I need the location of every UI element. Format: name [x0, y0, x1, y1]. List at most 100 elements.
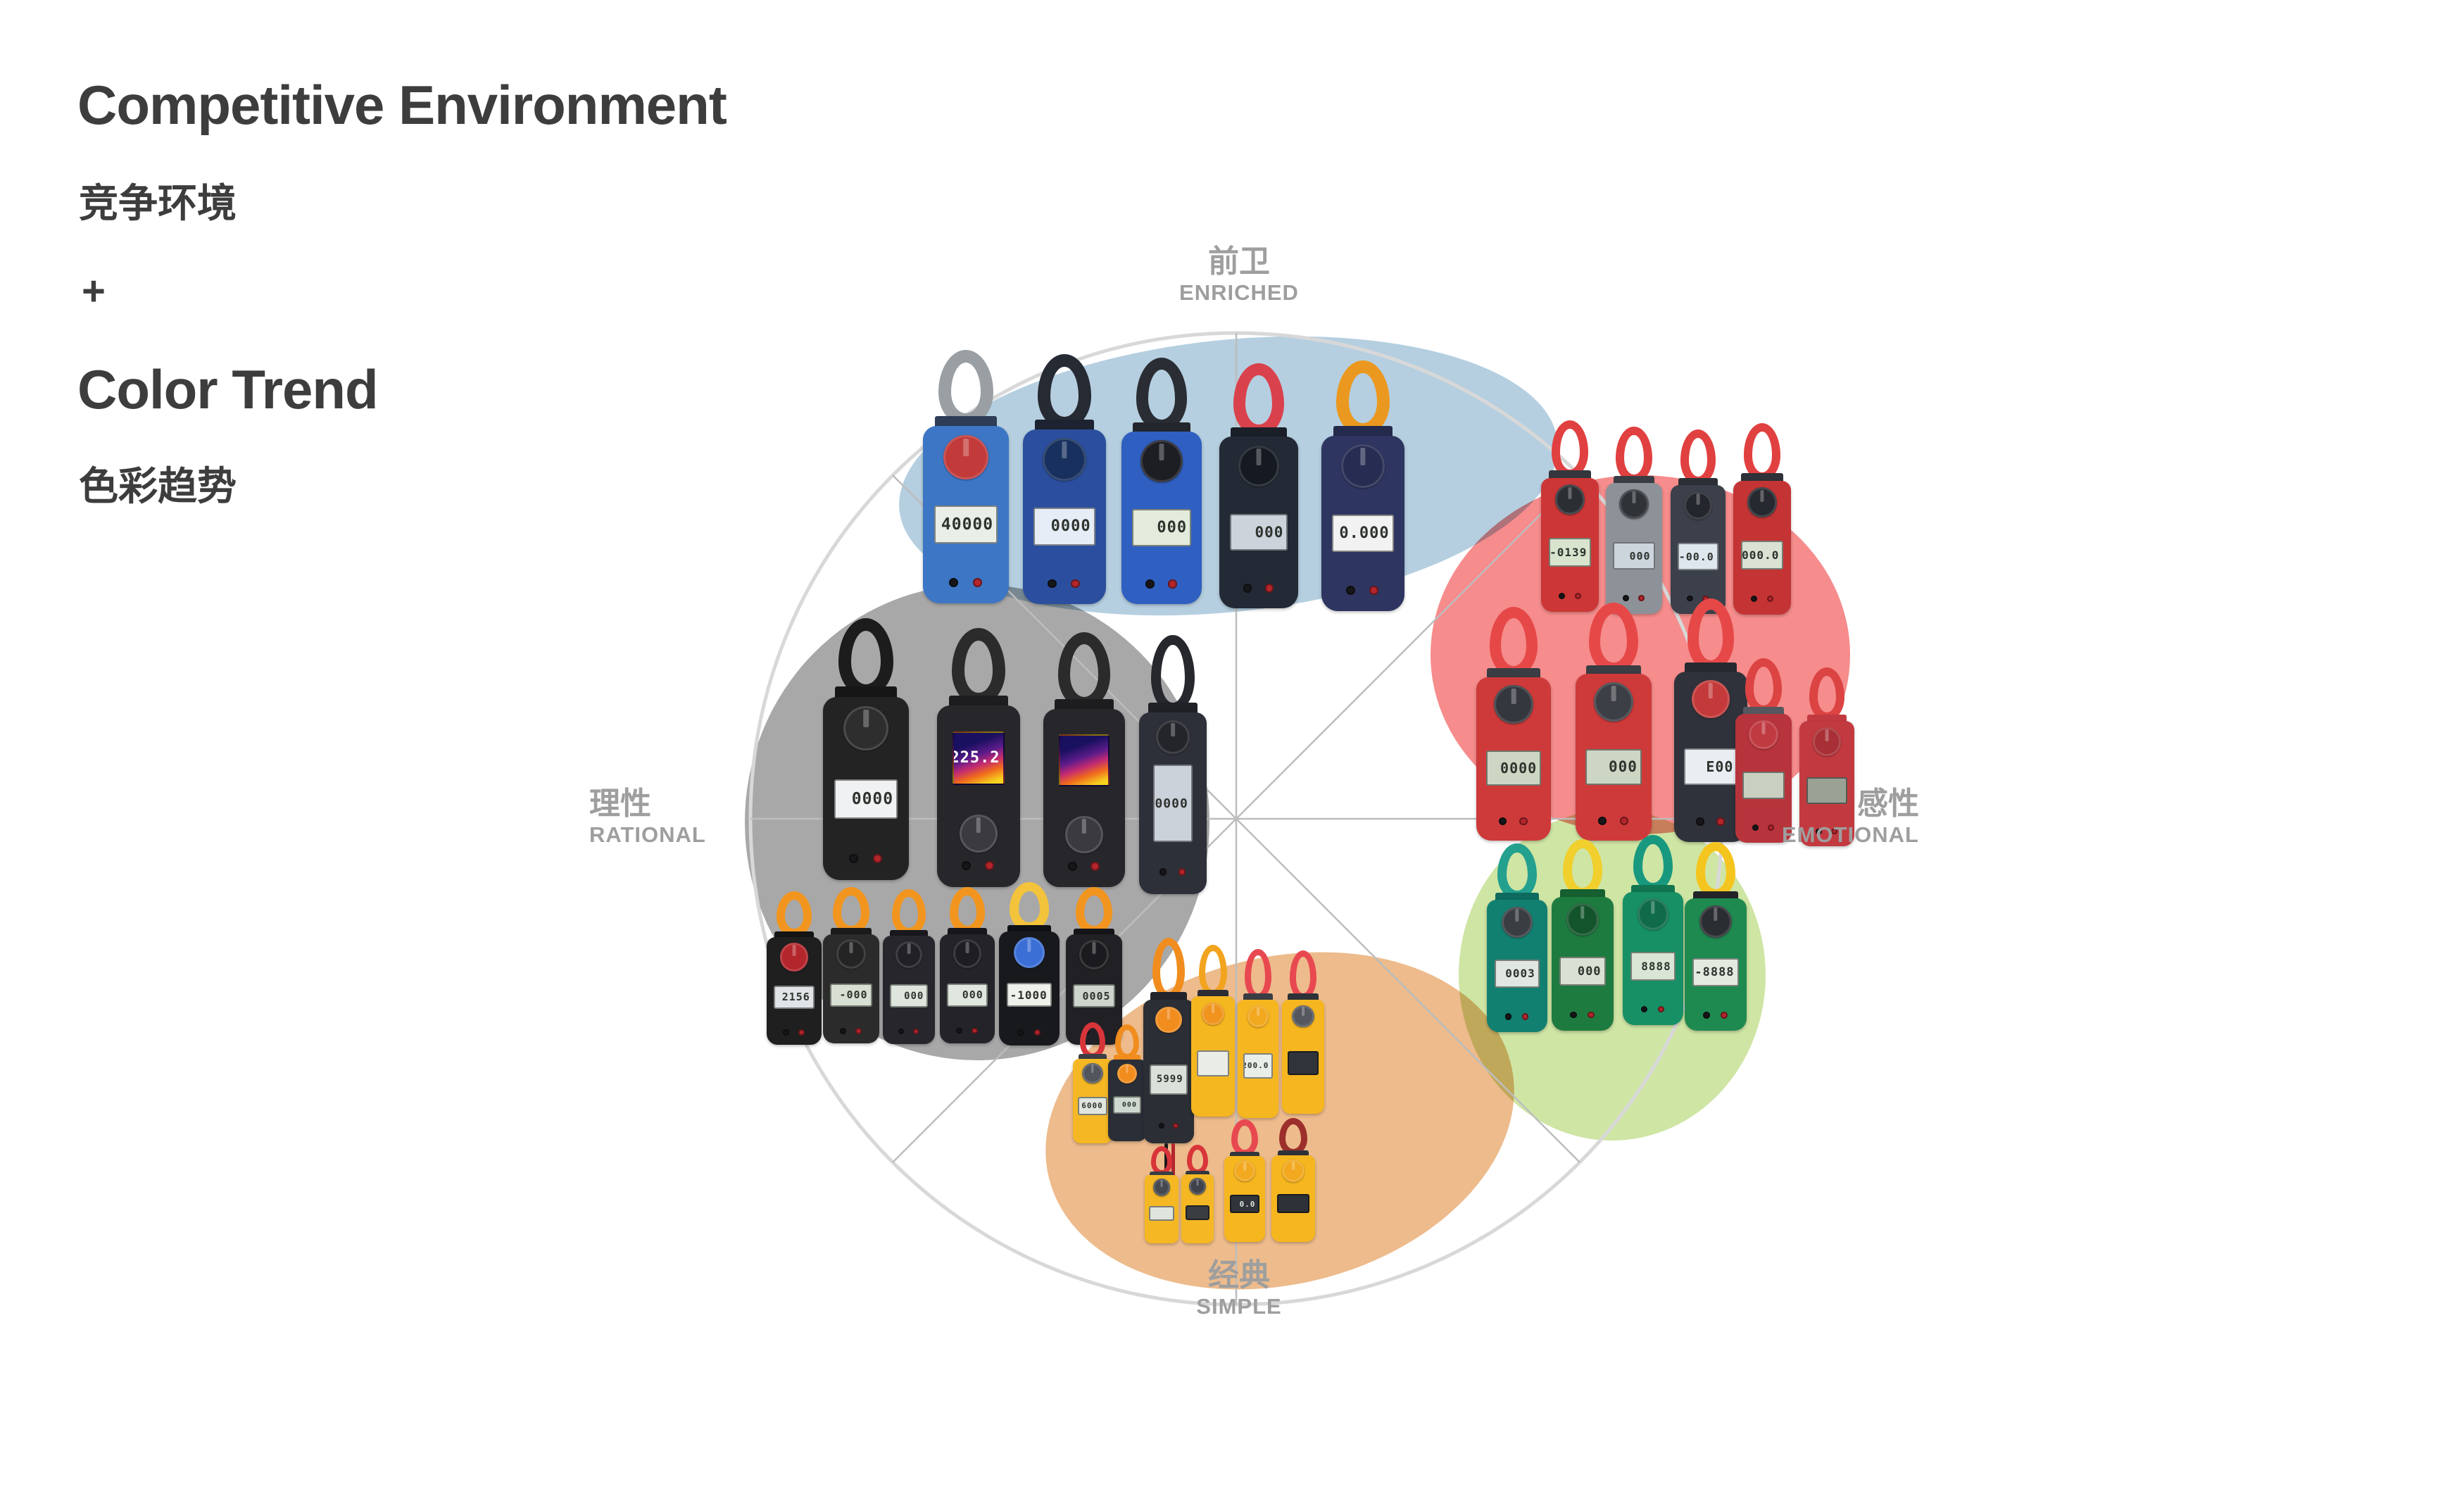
meter-lcd: -1000 — [1010, 988, 1048, 1002]
clamp-meter: 000 — [1108, 1024, 1146, 1141]
meter-lcd: 000 — [1577, 964, 1602, 979]
meter-screen — [1287, 1050, 1319, 1076]
axis-simple-en: SIMPLE — [1196, 1293, 1282, 1319]
clamp-jaw — [833, 887, 869, 934]
meter-screen: 5999 — [1150, 1064, 1188, 1095]
meter-port — [848, 853, 858, 864]
meter-port — [898, 1029, 905, 1035]
axis-enriched-en: ENRICHED — [1179, 280, 1299, 305]
meter-dial — [779, 943, 809, 972]
meter-dial — [1233, 1160, 1256, 1182]
clamp-meter: -000 — [823, 887, 879, 1043]
clamp-jaw — [1336, 360, 1390, 436]
clamp-jaw — [1809, 667, 1844, 722]
meter-dial — [959, 814, 998, 853]
clamp-meter: 000 — [1576, 603, 1652, 841]
meter-port — [1090, 861, 1100, 871]
meter-probe — [1171, 1143, 1175, 1193]
clamp-meter: E00 — [1674, 598, 1747, 842]
meter-head — [1277, 1150, 1309, 1158]
clamp-meter: 0003 — [1487, 843, 1547, 1032]
clamp-jaw — [892, 889, 926, 936]
meter-dial — [1155, 1006, 1182, 1034]
meter-port — [1521, 1013, 1529, 1020]
meter-screen: 225.2 — [953, 731, 1005, 785]
clamp-jaw — [1152, 938, 1186, 1000]
meter-port — [1638, 595, 1645, 602]
meter-dial — [953, 939, 982, 968]
clamp-jaw — [1231, 1119, 1258, 1157]
meter-lcd: -00.0 — [1678, 550, 1714, 563]
meter-dial — [943, 434, 988, 480]
clamp-meter: 0000 — [1023, 354, 1106, 604]
clamp-jaw — [950, 887, 985, 934]
meter-dial — [1637, 898, 1669, 931]
meter-dial — [1079, 940, 1109, 969]
meter-port — [1703, 1012, 1711, 1019]
meter-lcd: E00 — [1706, 758, 1734, 775]
meter-screen: 0005 — [1073, 984, 1115, 1008]
clamp-jaw — [1551, 420, 1589, 478]
title-english: Competitive Environment — [77, 74, 727, 136]
meter-lcd: 0.0 — [1239, 1199, 1256, 1209]
clamp-meter: 000 — [883, 889, 935, 1044]
title-chinese: 竞争环境 — [79, 181, 237, 225]
clamp-meter: 8888 — [1623, 835, 1683, 1025]
clamp-meter — [1799, 667, 1854, 846]
meter-screen: 200.0 — [1243, 1053, 1274, 1079]
meter-port — [1264, 584, 1274, 593]
meter-lcd: 0003 — [1505, 967, 1535, 981]
clamp-jaw — [1497, 843, 1537, 900]
axis-label-emotional: 感性 EMOTIONAL — [1782, 786, 1919, 848]
meter-port — [1588, 1011, 1595, 1019]
clamp-meter: 6000 — [1073, 1022, 1112, 1143]
meter-port — [1831, 828, 1837, 835]
clamp-meter: 0005 — [1066, 887, 1122, 1045]
meter-screen — [1059, 734, 1110, 786]
meter-screen: 000 — [1113, 1096, 1141, 1114]
meter-lcd: -8888 — [1695, 965, 1735, 979]
clamp-jaw — [1616, 427, 1652, 483]
meter-dial — [843, 705, 888, 751]
meter-port — [1369, 586, 1379, 596]
meter-port — [1816, 828, 1822, 835]
meter-port — [912, 1029, 919, 1035]
meter-lcd: 000 — [1255, 524, 1284, 541]
axis-enriched-zh: 前卫 — [1208, 244, 1270, 279]
meter-port — [872, 853, 883, 864]
meter-screen: 000 — [1229, 514, 1288, 551]
meter-dial — [1747, 487, 1778, 517]
meter-dial — [836, 939, 866, 969]
meter-screen: 0000 — [1033, 508, 1095, 546]
clamp-meter — [1043, 632, 1125, 887]
meter-dial — [1501, 906, 1533, 938]
clamp-jaw — [1057, 632, 1111, 709]
meter-lcd: 000 — [1629, 549, 1651, 563]
meter-port — [1558, 592, 1565, 599]
meter-port — [1619, 817, 1628, 826]
meter-port — [1243, 584, 1252, 593]
meter-screen: 000 — [1131, 509, 1192, 546]
plus-sign: + — [82, 268, 106, 314]
clamp-jaw — [1289, 950, 1317, 1000]
clamp-meter — [1282, 950, 1324, 1114]
meter-lcd: 000 — [904, 990, 924, 1002]
axis-label-rational: 理性 RATIONAL — [589, 786, 706, 848]
meter-dial — [1043, 437, 1086, 482]
meter-dial — [1691, 679, 1730, 718]
meter-lcd: 2156 — [781, 991, 810, 1004]
meter-lcd: -000.0 — [1742, 548, 1780, 563]
meter-port — [1071, 579, 1081, 589]
meter-dial — [1494, 685, 1533, 724]
clamp-meter: 000 — [1121, 358, 1202, 604]
clamp-meter: 0.0 — [1224, 1119, 1265, 1242]
meter-dial — [1281, 1159, 1305, 1183]
meter-port — [962, 861, 972, 871]
meter-lcd: 000 — [1121, 1101, 1137, 1110]
meter-lcd: 225.2 — [953, 749, 1000, 767]
meter-dial — [1619, 489, 1649, 519]
clamp-meter — [1145, 1146, 1178, 1243]
meter-dial — [1749, 720, 1778, 750]
